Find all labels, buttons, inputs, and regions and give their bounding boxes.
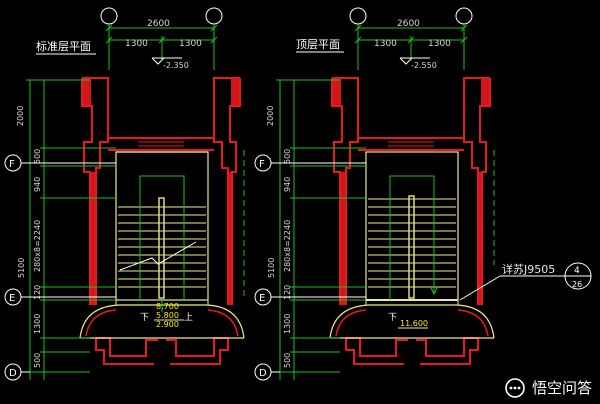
right-detail-sheet: 26 bbox=[572, 280, 582, 289]
right-dim-total: 2600 bbox=[397, 19, 420, 29]
right-dim-half-right: 1300 bbox=[428, 39, 451, 49]
left-plan-title: 标准层平面 bbox=[36, 39, 91, 53]
left-wall-fill bbox=[83, 79, 239, 305]
left-walls bbox=[81, 77, 241, 365]
right-plan: 顶层平面 2600 1300 1300 -2.550 bbox=[254, 7, 592, 381]
right-dim-total-v: 5100 bbox=[267, 258, 276, 278]
right-axis-f: F bbox=[259, 159, 265, 170]
right-detail-num: 4 bbox=[574, 266, 580, 276]
left-walk-line bbox=[139, 175, 185, 312]
left-axis-e: E bbox=[9, 293, 15, 304]
right-elevation-top: -2.550 bbox=[411, 61, 437, 70]
left-top-dimensions bbox=[105, 24, 218, 70]
left-dim-v-500b: 500 bbox=[33, 353, 42, 368]
right-elevation-marker bbox=[399, 57, 430, 65]
left-elevation-top: -2.350 bbox=[163, 61, 189, 70]
left-vertical-dimensions bbox=[26, 79, 116, 380]
left-dim-half-left: 1300 bbox=[125, 39, 148, 49]
left-dir-down: 下 bbox=[140, 313, 149, 323]
left-treads bbox=[118, 206, 206, 288]
right-vertical-dimensions bbox=[276, 79, 366, 380]
right-axis-e: E bbox=[259, 293, 265, 304]
right-wall-fill bbox=[333, 79, 489, 305]
left-axis-d: D bbox=[9, 368, 17, 379]
right-dim-v-940: 940 bbox=[283, 177, 292, 192]
left-plan: 标准层平面 2600 1300 1300 -2.350 bbox=[4, 7, 245, 381]
right-dim-v-500b: 500 bbox=[283, 353, 292, 368]
left-dim-total: 2600 bbox=[147, 19, 170, 29]
right-dim-half-left: 1300 bbox=[374, 39, 397, 49]
right-top-dimensions bbox=[354, 24, 468, 70]
watermark: 悟空问答 bbox=[504, 377, 592, 398]
left-dir-up: 上 bbox=[184, 312, 193, 323]
right-handrail bbox=[408, 195, 415, 299]
right-elev: 11.600 bbox=[400, 319, 428, 328]
left-handrail bbox=[158, 197, 165, 299]
left-dim-v-500: 500 bbox=[33, 149, 42, 164]
right-detail-ref: 详苏J9505 bbox=[502, 262, 555, 276]
right-dim-v-120: 120 bbox=[283, 285, 292, 300]
right-plan-title: 顶层平面 bbox=[296, 38, 340, 51]
left-dim-v-120: 120 bbox=[33, 285, 42, 300]
right-treads bbox=[368, 198, 456, 288]
right-axis-d: D bbox=[259, 368, 267, 379]
left-elev-3: 2.900 bbox=[156, 320, 179, 329]
left-elevation-marker bbox=[151, 57, 182, 65]
right-dim-v-1300: 1300 bbox=[283, 314, 292, 334]
left-dim-total-v: 5100 bbox=[17, 258, 26, 278]
left-axis-f: F bbox=[9, 159, 15, 170]
right-dir-down: 下 bbox=[388, 313, 397, 323]
right-dim-v-stairs: 280x8=2240 bbox=[283, 220, 292, 272]
right-walk-line bbox=[389, 175, 439, 300]
right-dim-v-500: 500 bbox=[283, 149, 292, 164]
chat-bubble-icon bbox=[505, 377, 525, 398]
left-dim-v-stairs: 280x8=2240 bbox=[33, 220, 42, 272]
watermark-text: 悟空问答 bbox=[531, 379, 592, 397]
left-elev-2: 5.800 bbox=[156, 311, 179, 320]
left-elev-1: 8.700 bbox=[156, 302, 179, 311]
left-dim-half-right: 1300 bbox=[179, 39, 202, 49]
right-dim-v-2000: 2000 bbox=[266, 106, 275, 126]
left-dim-v-1300: 1300 bbox=[33, 314, 42, 334]
left-dim-v-2000: 2000 bbox=[16, 106, 25, 126]
left-dim-v-940: 940 bbox=[33, 177, 42, 192]
